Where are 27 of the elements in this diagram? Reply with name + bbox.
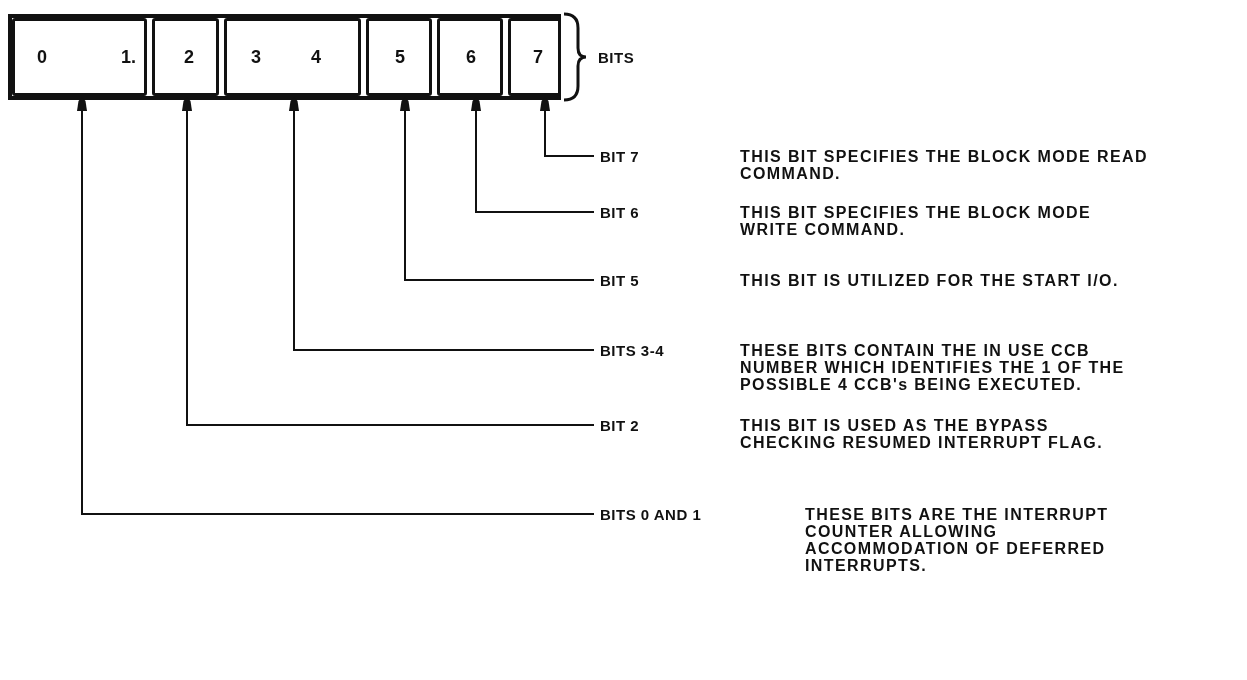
bit-label: BIT 5 [600,272,640,289]
bit-field-cell [437,18,503,96]
bit-number: 7 [533,47,543,68]
bit-description: THESE BITS CONTAIN THE IN USE CCB NUMBER WHICH IDENTIFIES THE 1 OF THE POSSIBLE 4 CCB's BEING EXECUTED. [740,342,1126,393]
bit-field-cell [508,18,561,96]
bit-field-cell [152,18,219,96]
bit-description: THIS BIT SPECIFIES THE BLOCK MODE WRITE COMMAND. [740,204,1093,238]
bit-field-cell [12,18,147,96]
bit-number: 2 [184,47,194,68]
bit-number: 4 [311,47,321,68]
bit-number: 6 [466,47,476,68]
bit-description: THESE BITS ARE THE INTERRUPT COUNTER ALLOWING ACCOMMODATION OF DEFERRED INTERRUPTS. [805,506,1110,574]
bit-number: 5 [395,47,405,68]
bit-description: THIS BIT IS USED AS THE BYPASS CHECKING RESUMED INTERRUPT FLAG. [740,417,1105,451]
bit-label: BITS 0 AND 1 [600,506,702,523]
bit-label: BIT 7 [600,148,640,165]
bit-description: THIS BIT IS UTILIZED FOR THE START I/O. [740,272,1120,289]
bit-field-cell [224,18,361,96]
bit-label: BITS 3-4 [600,342,664,359]
bit-label: BIT 6 [600,204,640,221]
bit-number: 3 [251,47,261,68]
bit-field-cell [366,18,432,96]
bits-label: BITS [598,49,635,66]
bit-description: THIS BIT SPECIFIES THE BLOCK MODE READ COMMAND. [740,148,1149,182]
bit-label: BIT 2 [600,417,640,434]
bit-number: 0 [37,47,47,68]
bit-number: 1. [121,47,136,68]
